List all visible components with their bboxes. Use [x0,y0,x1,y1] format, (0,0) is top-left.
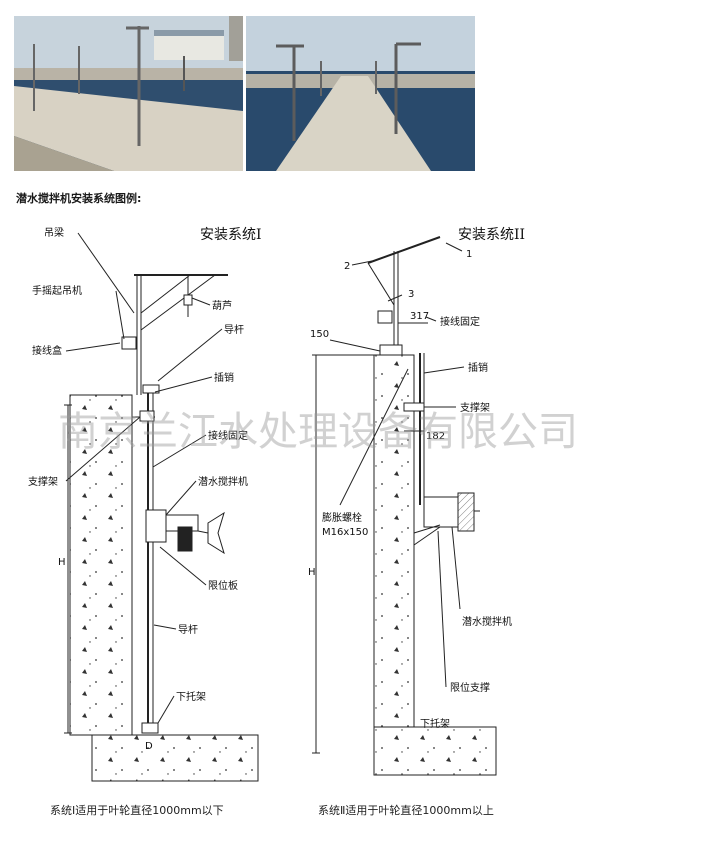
label-n150: 150 [310,329,329,340]
system1-drawing [64,232,259,782]
label-pengzhang: 膨胀螺栓 [322,511,362,524]
label-h-2: H [308,567,316,578]
label-n1: 1 [466,249,472,260]
photo-pier-left [14,16,243,171]
label-mixer-1: 潜水搅拌机 [198,475,248,488]
system1-title: 安装系统I [200,227,262,243]
label-daogan-top: 导杆 [224,324,244,336]
photo-pier-right [246,16,475,171]
label-n317: 317 [410,311,429,322]
system2-drawing [312,236,497,776]
label-mixer-2: 潜水搅拌机 [462,615,512,628]
label-xiatuojia-1: 下托架 [176,690,206,703]
label-zhichengjia: 支撑架 [28,475,58,488]
label-xianweiban: 限位板 [208,579,238,592]
caption-system1: 系统Ⅰ适用于叶轮直径1000mm以下 [50,804,224,817]
watermark: 南京兰江水处理设备有限公司 [58,409,578,455]
label-chaxiao-2: 插销 [468,361,488,374]
label-daogan-bottom: 导杆 [178,624,198,636]
label-d: D [145,741,153,752]
label-zhichengjia-2: 支撑架 [460,401,490,414]
system2-title: 安装系统II [458,227,525,243]
label-jiexianhe: 接线盒 [32,344,62,357]
label-xiatuojia-2: 下托架 [420,717,450,730]
label-hulu: 葫芦 [212,300,232,312]
label-jiexian-guding-2: 接线固定 [440,315,480,328]
installation-diagram: 安装系统I 吊梁 手摇起吊机 接线盒 葫芦 导杆 插销 接线固定 支撑架 潜水搅… [28,226,578,782]
label-xianwei: 限位支撑 [450,681,490,694]
label-n3: 3 [408,289,414,300]
label-shouyao: 手摇起吊机 [32,284,82,297]
label-diaoliang: 吊梁 [44,226,64,239]
label-jiexian-guding: 接线固定 [208,429,248,442]
section-title: 潜水搅拌机安装系统图例: [16,192,142,205]
label-h-1: H [58,557,66,568]
label-bolt-size: M16x150 [322,527,368,538]
caption-system2: 系统Ⅱ适用于叶轮直径1000mm以上 [318,804,494,817]
label-n182: 182 [426,431,445,442]
label-chaxiao: 插销 [214,371,234,384]
label-n2: 2 [344,261,350,272]
